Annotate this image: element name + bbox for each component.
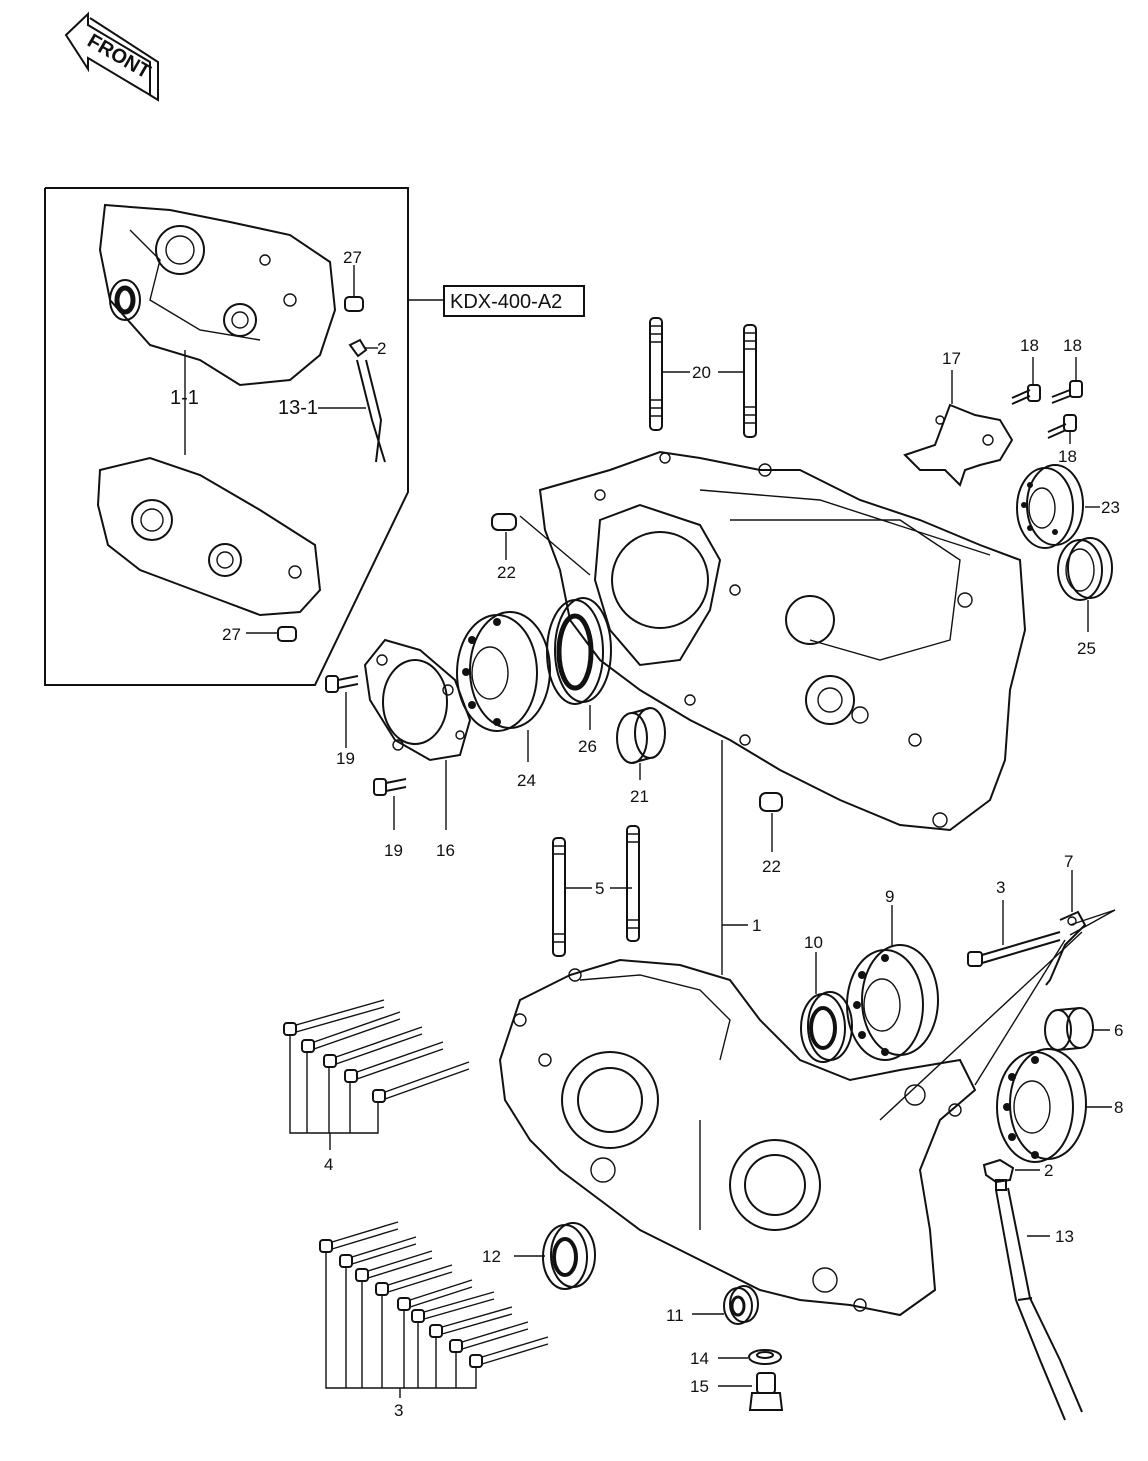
callout-13: 13	[1055, 1227, 1074, 1246]
bushing-21	[616, 707, 666, 764]
inset-crankcase-upper	[98, 203, 337, 387]
callout-10: 10	[804, 933, 823, 952]
bolt-3	[319, 1221, 399, 1253]
bracket-17	[903, 403, 1014, 487]
inset-hose-13-1	[356, 359, 386, 463]
callout-3-top: 3	[996, 878, 1005, 897]
callout-5: 5	[595, 879, 604, 898]
callout-21: 21	[630, 787, 649, 806]
callout-9: 9	[885, 887, 894, 906]
ball-bearing-23	[1016, 464, 1084, 549]
bolt-4	[301, 1011, 401, 1053]
stud-20-left	[649, 317, 663, 431]
callout-22-top: 22	[497, 563, 516, 582]
callout-18-b: 18	[1063, 336, 1082, 355]
stud-5-left	[552, 837, 566, 957]
model-box	[443, 285, 585, 317]
washer-14	[748, 1349, 782, 1365]
callout-6: 6	[1114, 1021, 1123, 1040]
bolt-3-top	[967, 931, 1061, 967]
callout-4: 4	[324, 1155, 333, 1174]
callout-2: 2	[1044, 1161, 1053, 1180]
callout-18-c: 18	[1058, 447, 1077, 466]
callout-1: 1	[752, 916, 761, 935]
oil-seal-11	[723, 1285, 759, 1325]
callout-26: 26	[578, 737, 597, 756]
callout-19-bottom: 19	[384, 841, 403, 860]
callout-19-top: 19	[336, 749, 355, 768]
callout-2-inset: 2	[377, 339, 386, 358]
bolt-18-b	[1051, 380, 1083, 404]
crankcase-left-half	[498, 958, 977, 1317]
callout-14: 14	[690, 1349, 709, 1368]
bolt-3	[449, 1321, 529, 1353]
callout-27-inset-top: 27	[343, 248, 362, 267]
bolt-18-c	[1047, 414, 1077, 439]
inset-oil-seal	[109, 279, 141, 321]
front-arrow: FRONT	[64, 11, 159, 102]
bushing-6	[1044, 1007, 1094, 1051]
plate-16	[363, 638, 472, 762]
callout-23: 23	[1101, 498, 1120, 517]
oil-seal-12	[542, 1222, 596, 1290]
callout-17: 17	[942, 349, 961, 368]
bolt-3	[411, 1291, 495, 1323]
stud-20-right	[743, 324, 757, 438]
drain-plug-15	[748, 1372, 784, 1411]
callout-18-a: 18	[1020, 336, 1039, 355]
inset-fitting-2	[348, 338, 368, 358]
callout-12: 12	[482, 1247, 501, 1266]
breather-hose-13	[995, 1187, 1083, 1421]
inset-crankcase-lower	[96, 456, 322, 617]
callout-11: 11	[666, 1306, 684, 1325]
callout-22-bottom: 22	[762, 857, 781, 876]
bolt-3	[469, 1336, 549, 1368]
model-box-label: KDX-400-A2	[450, 291, 562, 313]
bolt-3	[397, 1279, 473, 1311]
bolts-4-group	[283, 999, 470, 1150]
bolt-3	[355, 1250, 433, 1282]
clamp-7	[1045, 910, 1087, 986]
bolt-3	[429, 1306, 513, 1338]
callout-24: 24	[517, 771, 536, 790]
callout-3-bottom: 3	[394, 1401, 403, 1420]
screw-19-top	[325, 675, 359, 693]
dowel-22-bottom	[759, 792, 783, 812]
callout-8: 8	[1114, 1098, 1123, 1117]
bolt-4	[372, 1061, 470, 1103]
inset-dowel-27-top	[344, 296, 364, 312]
crankcase-right-half	[538, 450, 1027, 832]
ball-bearing-9	[846, 944, 939, 1061]
bolts-3-group	[319, 1221, 549, 1398]
oil-seal-26	[546, 597, 612, 705]
callout-13-1: 13-1	[278, 397, 318, 419]
fitting-2	[982, 1158, 1015, 1191]
callout-20: 20	[692, 363, 711, 382]
stud-5-right	[626, 825, 640, 942]
bolt-18-a	[1011, 384, 1041, 405]
needle-bearing-25	[1057, 537, 1113, 601]
oil-seal-10	[800, 991, 853, 1063]
ball-bearing-8	[996, 1048, 1087, 1163]
bolt-4	[323, 1026, 423, 1068]
ball-bearing-24	[456, 611, 551, 732]
callout-15: 15	[690, 1377, 709, 1396]
dowel-22-top	[491, 513, 517, 531]
inset-frame: KDX-400-A2	[44, 187, 585, 686]
callout-16: 16	[436, 841, 455, 860]
bolt-3	[339, 1236, 417, 1268]
callout-1-1: 1-1	[170, 387, 199, 409]
callout-25: 25	[1077, 639, 1096, 658]
callout-7: 7	[1064, 852, 1073, 871]
inset-dowel-27-bottom	[277, 626, 297, 642]
screw-19-bottom	[373, 778, 407, 796]
callout-27-inset-bottom: 27	[222, 625, 241, 644]
bolt-4	[344, 1041, 444, 1083]
